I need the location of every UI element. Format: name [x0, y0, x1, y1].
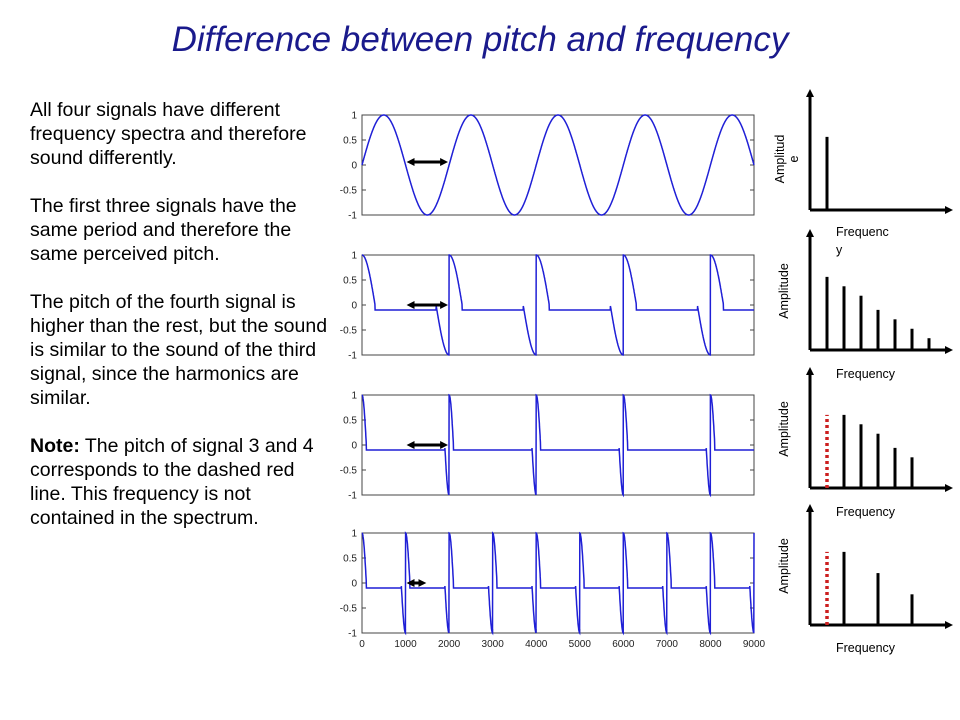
- y-tick-label: 0.5: [343, 416, 357, 427]
- x-tick-label: 2000: [438, 639, 461, 650]
- axes-box: [361, 532, 755, 634]
- y-tick-label: -0.5: [340, 466, 358, 477]
- x-tick-label: 9000: [743, 639, 766, 650]
- amplitude-label: Amplitude: [777, 263, 791, 319]
- amplitude-label: Amplitude: [777, 401, 791, 457]
- y-tick-label: 0: [351, 441, 357, 452]
- y-tick-label: 0.5: [343, 276, 357, 287]
- y-tick-label: 1: [351, 111, 357, 122]
- x-tick-label: 0: [359, 639, 365, 650]
- paragraph-spectra: All four signals have different frequenc…: [30, 99, 307, 169]
- frequency-label-line: Frequenc: [836, 225, 889, 239]
- y-tick-label: 1: [351, 251, 357, 262]
- y-tick-label: -0.5: [340, 186, 358, 197]
- frequency-label: Frequency: [836, 505, 896, 519]
- frequency-label: Frequency: [836, 641, 896, 655]
- signal-line: [361, 114, 755, 216]
- y-tick-label: 1: [351, 391, 357, 402]
- y-tick-label: -1: [348, 629, 357, 640]
- paragraph-fourth-signal: The pitch of the fourth signal is higher…: [30, 291, 328, 409]
- y-tick-label: -1: [348, 211, 357, 222]
- amplitude-label: Amplitude: [777, 538, 791, 594]
- y-tick-label: -1: [348, 491, 357, 502]
- frequency-label: Frequency: [836, 367, 896, 381]
- x-tick-label: 8000: [699, 639, 722, 650]
- explanation-text: All four signals have different frequenc…: [30, 98, 330, 530]
- y-tick-label: 0.5: [343, 554, 357, 565]
- signal-line: [361, 254, 754, 356]
- signal-panel-1: 1 0.5 0 -0.5 -1: [340, 111, 755, 222]
- signal-panel-3: 1 0.5 0 -0.5 -1: [340, 391, 755, 502]
- x-tick-label: 5000: [569, 639, 592, 650]
- signal-line: [361, 531, 755, 636]
- y-tick-label: 1: [351, 529, 357, 540]
- axes-box: [361, 114, 755, 216]
- amplitude-label-line: e: [787, 155, 801, 162]
- y-tick-label: 0: [351, 301, 357, 312]
- signal-line: [361, 393, 754, 498]
- paragraph-same-pitch: The first three signals have the same pe…: [30, 195, 297, 265]
- x-tick-label: 3000: [482, 639, 505, 650]
- y-tick-label: 0: [351, 161, 357, 172]
- frequency-label-line: y: [836, 243, 843, 257]
- y-tick-label: 0.5: [343, 136, 357, 147]
- signal-panel-2: 1 0.5 0 -0.5 -1: [340, 251, 755, 362]
- amplitude-label: Amplitude: [773, 135, 801, 184]
- x-tick-label: 7000: [656, 639, 679, 650]
- y-tick-label: -0.5: [340, 326, 358, 337]
- note-text: The pitch of signal 3 and 4 corresponds …: [30, 435, 314, 529]
- note-label: Note:: [30, 435, 80, 457]
- x-tick-label: 4000: [525, 639, 548, 650]
- x-tick-label: 6000: [612, 639, 635, 650]
- x-tick-label: 1000: [394, 639, 417, 650]
- y-tick-label: -0.5: [340, 604, 358, 615]
- page-title: Difference between pitch and frequency: [171, 20, 789, 59]
- y-tick-label: -1: [348, 351, 357, 362]
- amplitude-label-line: Amplitud: [773, 135, 787, 184]
- frequency-label: Frequenc y: [836, 225, 889, 257]
- y-tick-label: 0: [351, 579, 357, 590]
- note-paragraph: Note: The pitch of signal 3 and 4 corres…: [30, 434, 330, 530]
